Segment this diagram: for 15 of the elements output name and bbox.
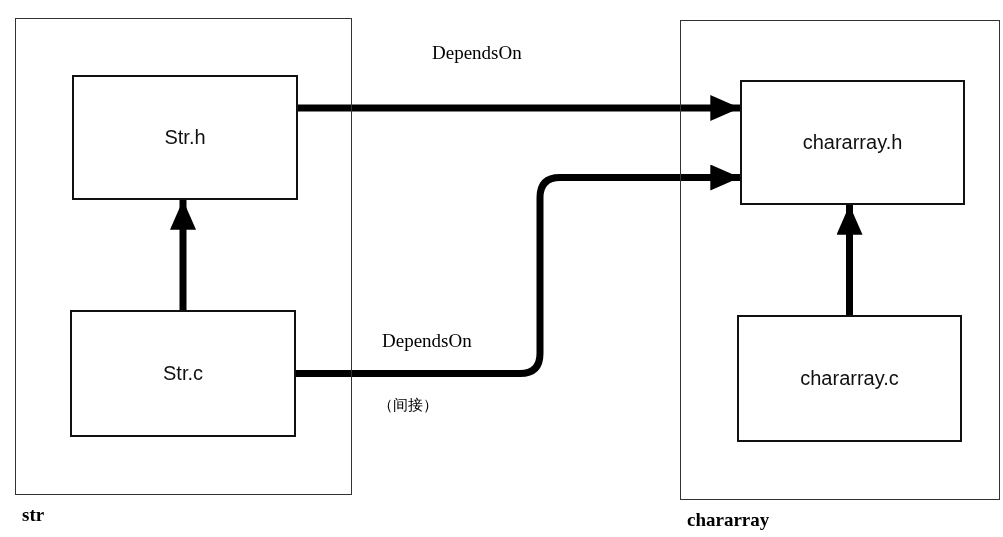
note-text: （间接） bbox=[378, 396, 438, 415]
class-box bbox=[70, 310, 296, 437]
class-name: chararray.h bbox=[802, 131, 903, 154]
class-box bbox=[737, 315, 962, 442]
class-box bbox=[740, 80, 965, 205]
arrow bbox=[170, 200, 196, 310]
arrow bbox=[836, 205, 863, 315]
package-name: chararray bbox=[687, 509, 770, 531]
class-name: Str.c bbox=[163, 362, 203, 385]
package-name: str bbox=[22, 504, 45, 526]
class-name: Str.h bbox=[164, 126, 206, 149]
class-name: chararray.c bbox=[800, 367, 899, 390]
arrow bbox=[298, 95, 740, 121]
class-box bbox=[72, 75, 298, 200]
arrow bbox=[296, 164, 740, 377]
